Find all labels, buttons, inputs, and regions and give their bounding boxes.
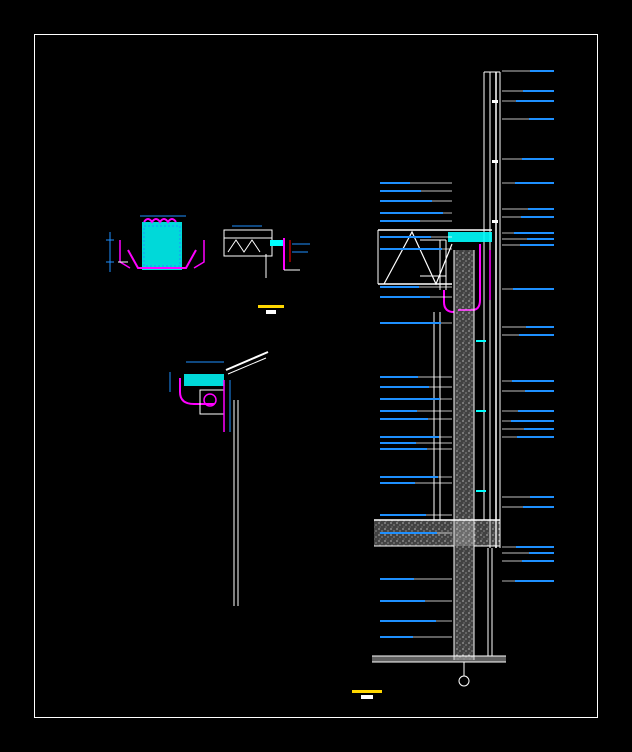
annotation-bar [526,326,554,328]
annotation-bar [380,236,431,238]
annotation-bar [530,496,554,498]
annotation-bar [530,70,554,72]
annotation-bar [512,380,554,382]
annotation-bar [515,580,554,582]
annotation-bar [380,376,418,378]
annotation-bar [380,636,413,638]
annotation-bar [516,546,554,548]
annotation-bar [380,212,443,214]
annotation-bar [519,334,554,336]
annotation-bar [380,296,430,298]
annotation-bar [380,248,442,250]
annotation-bar [522,158,554,160]
sheet-frame [34,34,598,718]
annotation-bar [529,552,554,554]
annotation-bar [380,436,439,438]
annotations-right [502,70,554,582]
annotation-bar [513,288,554,290]
main-wall-section [372,71,506,687]
annotation-bar [380,190,421,192]
detail-gutter-section [106,215,205,272]
annotation-bar [380,514,426,516]
detail-eave-connection [223,225,310,278]
annotation-bar [517,436,554,438]
annotation-bar [380,482,415,484]
annotation-bar [380,398,440,400]
annotation-bar [528,208,554,210]
annotation-bar [380,200,432,202]
annotation-bar [525,390,554,392]
detail-title-mark [258,305,284,314]
detail-roof-gutter-downpipe [169,351,269,606]
annotation-bar [522,560,554,562]
annotation-bar [518,410,554,412]
annotation-bar [380,620,436,622]
annotation-bar [380,600,425,602]
annotation-bar [380,476,438,478]
annotation-bar [520,244,554,246]
main-title-mark [352,690,382,699]
annotations-left [380,182,452,638]
annotation-bar [380,182,410,184]
annotation-bar [380,442,416,444]
annotation-bar [380,410,417,412]
annotation-bar [380,532,437,534]
annotation-bar [516,100,554,102]
annotation-bar [380,322,441,324]
annotation-bar [523,506,554,508]
annotation-bar [380,418,428,420]
annotation-bar [380,220,420,222]
annotation-bar [527,238,554,240]
annotation-bar [523,90,554,92]
annotation-bar [380,578,414,580]
annotation-bar [521,216,554,218]
annotation-bar [514,232,554,234]
annotation-bar [529,118,554,120]
annotation-bar [380,286,419,288]
annotation-bar [515,182,554,184]
annotation-bar [524,428,554,430]
annotation-bar [511,420,554,422]
annotation-bar [380,448,427,450]
annotation-bar [380,386,429,388]
